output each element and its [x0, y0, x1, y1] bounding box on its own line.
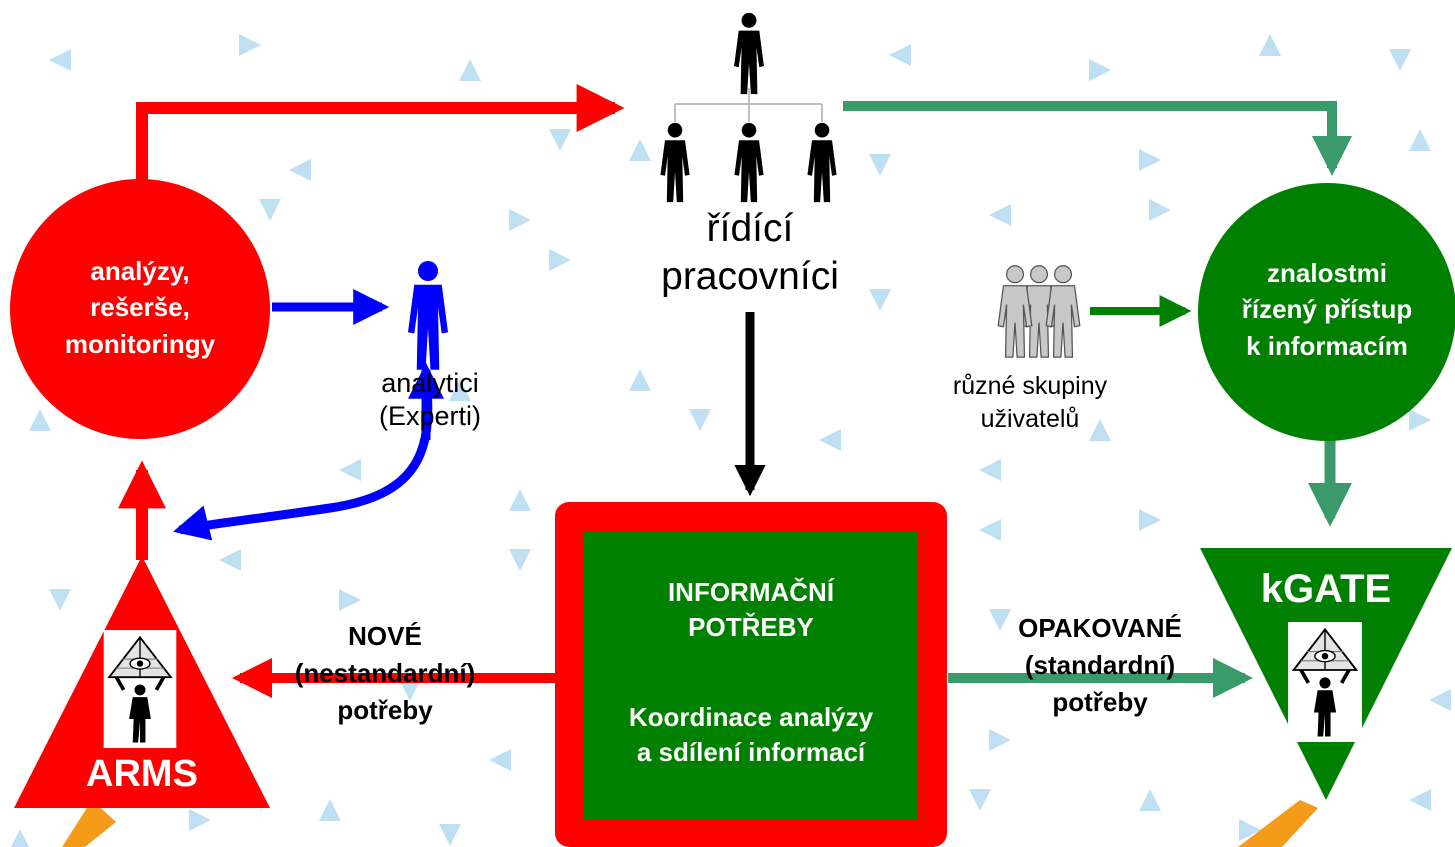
arrow-analyses-to-managers — [136, 84, 625, 185]
deco-triangle — [869, 154, 891, 176]
analyses-circle — [10, 179, 270, 439]
managers-label: řídící pracovníci — [620, 205, 880, 300]
pyramid-eye-logo-icon — [101, 630, 179, 748]
knowledge-label-line2: řízený přístup — [1241, 294, 1413, 325]
new-needs-line2: (nestandardní) — [294, 657, 476, 688]
deco-triangle — [459, 59, 481, 81]
deco-triangle — [989, 729, 1011, 751]
deco-triangle — [289, 159, 311, 181]
deco-triangle — [509, 489, 531, 511]
deco-triangle — [1239, 819, 1261, 841]
manager-person-icon — [807, 122, 837, 203]
arms-label: ARMS — [86, 753, 198, 795]
repeated-needs-label: OPAKOVANÉ (standardní) potřeby — [975, 610, 1225, 721]
analysts-label-line1: analytici — [381, 368, 479, 398]
kgate-label: kGATE — [1260, 567, 1392, 611]
users-label-line2: uživatelů — [980, 405, 1080, 433]
analyses-label-line2: rešerše, — [90, 292, 190, 323]
deco-triangle — [1429, 689, 1451, 711]
managers-label-line1: řídící — [706, 207, 794, 250]
knowledge-label-line3: k informacím — [1246, 330, 1408, 361]
deco-triangle — [399, 679, 421, 701]
deco-triangle — [509, 209, 531, 231]
deco-triangle — [689, 409, 711, 431]
deco-triangle — [549, 129, 571, 151]
information-needs-title-line2: POTŘEBY — [688, 611, 814, 642]
deco-triangle — [819, 429, 841, 451]
deco-triangle — [979, 459, 1001, 481]
managers-org-chart — [660, 12, 837, 203]
orange-accent-right — [1238, 800, 1318, 847]
repeated-needs-line3: potřeby — [1052, 686, 1148, 717]
analyses-circle-label: analýzy, rešerše, monitoringy — [40, 253, 240, 362]
deco-triangle — [219, 549, 241, 571]
deco-triangle — [869, 289, 891, 311]
deco-triangle — [1409, 789, 1431, 811]
deco-triangle — [1149, 199, 1171, 221]
managers-label-line2: pracovníci — [661, 254, 839, 298]
information-needs-subtitle-line2: a sdílení informací — [636, 736, 866, 767]
person-group-icon — [997, 265, 1081, 358]
manager-person-icon — [660, 122, 690, 203]
deco-triangle — [339, 459, 361, 481]
analysts-label-line2: (Experti) — [378, 400, 481, 431]
deco-triangle — [1089, 59, 1111, 81]
knowledge-circle-label: znalostmi řízený přístup k informacím — [1200, 255, 1454, 364]
arrow-managers-to-knowledge — [843, 101, 1352, 176]
deco-triangle — [889, 44, 911, 66]
deco-triangle — [319, 799, 341, 821]
users-label: různé skupiny uživatelů — [930, 370, 1130, 436]
repeated-needs-line2: (standardní) — [1024, 649, 1176, 680]
information-needs-title-line1: INFORMAČNÍ — [667, 577, 835, 607]
deco-triangle — [1409, 409, 1431, 431]
analyst-person-icon — [408, 261, 448, 370]
deco-triangle — [1409, 129, 1431, 151]
deco-triangle — [449, 379, 471, 401]
deco-triangle — [989, 609, 1011, 631]
analyses-label-line3: monitoringy — [64, 328, 216, 359]
deco-triangle — [1389, 49, 1411, 71]
deco-triangle — [29, 409, 51, 431]
deco-triangle — [1089, 419, 1111, 441]
repeated-needs-line1: OPAKOVANÉ — [1018, 613, 1182, 643]
new-needs-line1: NOVÉ — [348, 621, 422, 651]
deco-triangle — [1139, 789, 1161, 811]
deco-triangle — [549, 249, 571, 271]
information-needs-subtitle: Koordinace analýzy a sdílení informací — [584, 700, 918, 770]
deco-triangle — [969, 789, 991, 811]
deco-triangle — [259, 199, 281, 221]
deco-triangle — [11, 829, 29, 847]
deco-triangle — [989, 204, 1011, 226]
orange-accent-left — [62, 800, 116, 847]
analysts-label: analytici (Experti) — [330, 367, 530, 433]
information-needs-title: INFORMAČNÍ POTŘEBY — [584, 575, 918, 645]
knowledge-label-line1: znalostmi — [1267, 258, 1387, 288]
manager-top-person-icon — [734, 12, 764, 95]
deco-triangle — [1139, 509, 1161, 531]
information-needs-box — [584, 531, 918, 820]
deco-triangle — [339, 589, 361, 611]
deco-triangle — [239, 34, 261, 56]
background-triangle-pattern — [11, 34, 1451, 847]
deco-triangle — [439, 824, 461, 846]
deco-triangle — [49, 49, 71, 71]
deco-triangle — [489, 749, 511, 771]
deco-triangle — [509, 549, 531, 571]
deco-triangle — [49, 589, 71, 611]
users-label-line1: různé skupiny — [952, 372, 1108, 400]
knowledge-access-circle — [1198, 183, 1455, 441]
manager-person-icon — [734, 122, 764, 203]
pyramid-eye-logo-icon — [1288, 622, 1362, 742]
deco-triangle — [1259, 34, 1281, 56]
deco-triangle — [629, 369, 651, 391]
new-needs-label: NOVÉ (nestandardní) potřeby — [260, 618, 510, 729]
information-needs-subtitle-line1: Koordinace analýzy — [628, 702, 874, 732]
deco-triangle — [189, 809, 211, 831]
deco-triangle — [979, 519, 1001, 541]
new-needs-line3: potřeby — [337, 694, 433, 725]
deco-triangle — [1139, 149, 1161, 171]
analyses-label-line1: analýzy, — [90, 256, 190, 286]
deco-triangle — [629, 139, 651, 161]
